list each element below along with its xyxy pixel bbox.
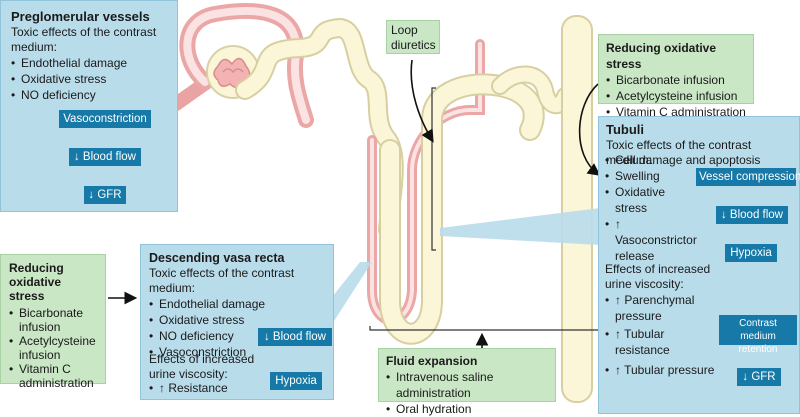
tubuli-connector [440,208,600,245]
oxidative-top-title: Reducing oxidative stress [606,41,717,71]
list-item: Vitamin C administration [606,104,746,120]
list-item: NO deficiency [11,87,167,103]
blood-flow-box: ↓ Blood flow [69,148,141,166]
list-item: Oxidative stress [11,71,167,87]
list-item: Acetylcysteine infusion [606,88,746,104]
descending-panel: Descending vasa recta Toxic effects of t… [140,244,334,400]
list-item: Cell damage and apoptosis [605,152,795,168]
list-item: ↑ Parenchymal pressure [605,292,699,324]
list-item: ↑ Tubular resistance [605,326,719,358]
descending-viscosity-title: Effects of increased urine viscosity: [149,352,255,381]
list-item: ↑ Tubular pressure [605,362,719,378]
oxidative-top-list: Bicarbonate infusion Acetylcysteine infu… [606,72,746,120]
tubuli-viscosity-list: ↑ Parenchymal pressure ↑ Tubular resista… [605,292,714,378]
list-item: Bicarbonate infusion [606,72,746,88]
oxidative-stress-left-panel: Reducing oxidative stress Bicarbonate in… [0,254,106,390]
descending-list: Endothelial damage Oxidative stress NO d… [149,296,325,360]
tubuli-viscosity-title: Effects of increased urine viscosity: [605,262,711,291]
list-item: Endothelial damage [11,55,167,71]
list-item: Bicarbonate infusion [9,306,97,334]
descending-subtitle: Toxic effects of the contrast medium: [149,266,295,295]
oxidative-arrow-top [578,83,601,176]
preglomerular-subtitle: Toxic effects of the contrast medium: [11,25,157,54]
tubuli-hypoxia-box: Hypoxia [725,244,777,262]
list-item: NO deficiency [149,328,325,344]
list-item: Oxidative stress [149,312,325,328]
descending-title: Descending vasa recta [149,251,285,265]
list-item: Acetylcysteine infusion [9,334,97,362]
vasoconstriction-box: Vasoconstriction [59,110,151,128]
loop-diuretics-arrow [410,59,434,143]
oxidative-left-title: Reducing oxidative stress [9,261,64,303]
tubuli-blood-flow-box: ↓ Blood flow [716,206,788,224]
collecting-duct [561,15,593,403]
preglomerular-title: Preglomerular vessels [11,9,150,24]
fluid-title: Fluid expansion [386,354,478,368]
fluid-list: Intravenous saline administration Oral h… [386,369,548,417]
loop-diuretics-label: Loop diuretics [391,23,436,52]
loop-diuretics-box: Loop diuretics [386,20,440,54]
list-item: Swelling [605,168,695,184]
gfr-box: ↓ GFR [84,186,126,204]
tubuli-title: Tubuli [606,122,645,137]
loop-bracket [431,87,436,251]
list-item: ↑ Vasoconstrictor release [605,216,697,264]
vessel-compression-box: Vessel compression [696,168,800,186]
list-item: Vitamin C administration [9,362,97,390]
list-item: Oral hydration [386,401,548,417]
preglomerular-panel: Preglomerular vessels Toxic effects of t… [0,0,178,212]
fluid-expansion-panel: Fluid expansion Intravenous saline admin… [378,348,556,417]
oxidative-stress-top-panel: Reducing oxidative stress Bicarbonate in… [598,34,754,120]
descending-hypoxia-box: Hypoxia [270,372,322,390]
preglomerular-list: Endothelial damage Oxidative stress NO d… [11,55,167,103]
list-item: Oxidative stress [605,184,673,216]
list-item: Intravenous saline administration [386,369,548,401]
oxidative-left-list: Bicarbonate infusion Acetylcysteine infu… [9,306,97,390]
descending-blood-flow-box: ↓ Blood flow [258,328,332,346]
descending-viscosity-list: ↑ Resistance [149,380,228,396]
list-item: Endothelial damage [149,296,325,312]
list-item: ↑ Resistance [149,380,228,396]
contrast-retention-box: Contrast medium retention [719,315,797,355]
tubuli-gfr-box: ↓ GFR [737,368,781,386]
tubuli-list: Cell damage and apoptosis Swelling Oxida… [605,152,760,264]
list-item: Vasoconstriction [149,344,325,360]
